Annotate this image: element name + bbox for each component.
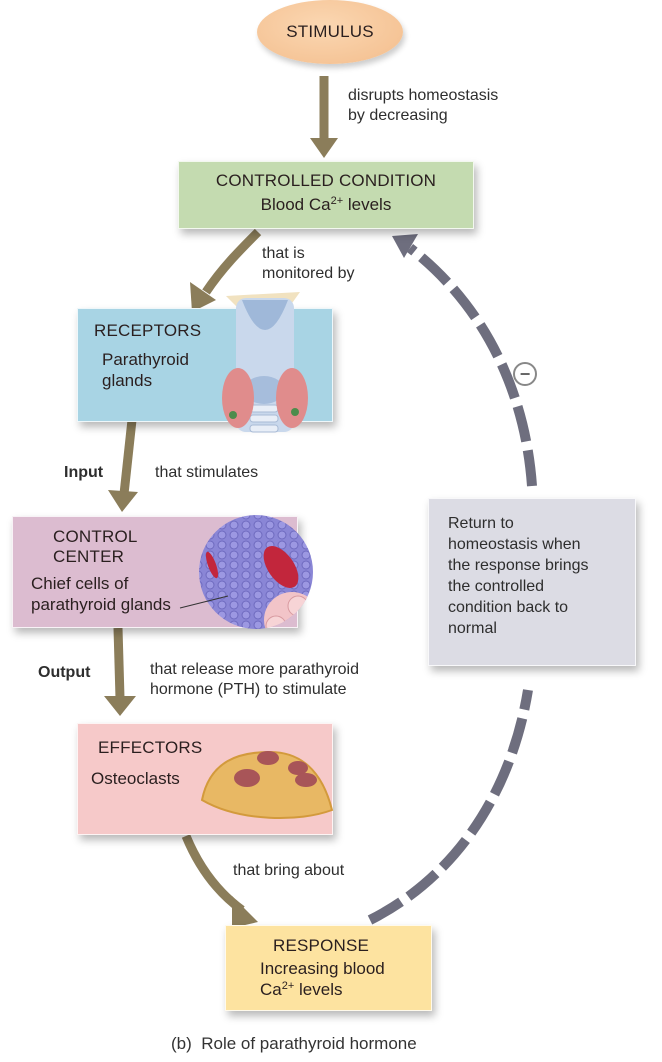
label-control-to-effectors: that release more parathyroid hormone (P… — [150, 661, 359, 698]
effectors-description: Osteoclasts — [91, 769, 180, 788]
label-effectors-to-response: that bring about — [233, 862, 345, 879]
stimulus-node: STIMULUS — [257, 0, 403, 64]
controlled-condition-node: CONTROLLED CONDITION Blood Ca2+ levels — [178, 161, 474, 229]
controlled-condition-value: Blood Ca2+ levels — [260, 195, 392, 214]
stimulus-title: STIMULUS — [286, 22, 374, 41]
controlled-condition-title: CONTROLLED CONDITION — [215, 171, 437, 190]
receptors-description: Parathyroid glands — [102, 350, 189, 390]
label-input: Input — [64, 464, 104, 481]
arrow-stimulus-to-controlled — [310, 76, 338, 158]
return-to-homeostasis-node: Return to homeostasis when the response … — [428, 498, 636, 666]
return-description: Return to homeostasis when the response … — [448, 515, 589, 637]
arrow-controlled-to-receptors — [190, 228, 262, 312]
response-title: RESPONSE — [273, 936, 370, 955]
label-stimulus-to-controlled: disrupts homeostasis by decreasing — [348, 87, 499, 124]
response-node: RESPONSE Increasing blood Ca2+ levels — [225, 925, 432, 1011]
negative-feedback-sign-icon: − — [513, 362, 537, 386]
arrow-output — [104, 627, 136, 716]
figure-caption: (b) Role of parathyroid hormone — [171, 1034, 417, 1053]
arrow-effectors-to-response — [181, 834, 258, 928]
effectors-title: EFFECTORS — [98, 738, 203, 757]
control-center-title: CONTROL CENTER — [53, 527, 138, 566]
arrow-input — [108, 419, 138, 512]
receptors-title: RECEPTORS — [94, 321, 202, 340]
label-output: Output — [38, 664, 91, 681]
label-receptors-to-control: that stimulates — [155, 464, 259, 481]
control-center-description: Chief cells of parathyroid glands — [31, 574, 171, 614]
label-controlled-to-receptors: that is monitored by — [262, 245, 355, 282]
response-description: Increasing blood Ca2+ levels — [260, 959, 385, 999]
arrow-negative-feedback — [367, 234, 537, 925]
